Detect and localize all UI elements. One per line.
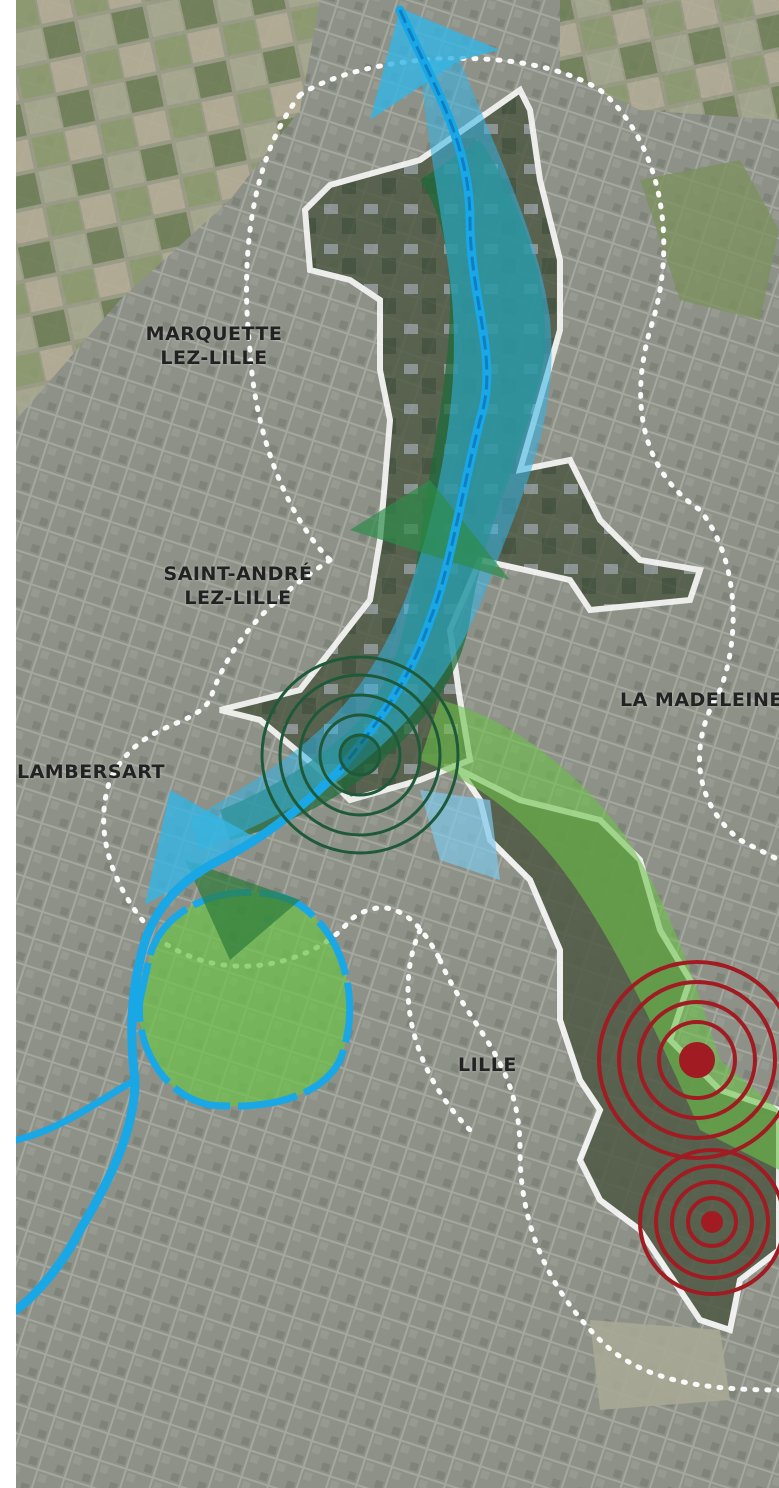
green-field-ne: [640, 160, 779, 320]
canal-branch-west: [12, 1076, 139, 1144]
farmland-area-ne: [560, 0, 779, 120]
north-arrow-head: [370, 8, 500, 120]
red-target-rings-north: [597, 960, 779, 1160]
river-zone-band: [190, 60, 552, 850]
citadel-inner-triangle: [185, 860, 300, 960]
red-target-rings-south: [638, 1148, 779, 1296]
canal-inner-line: [338, 9, 489, 771]
label-saint-andre-line2: LEZ-LILLE: [184, 587, 292, 609]
green-arrow-head: [350, 480, 510, 580]
farmland-area: [16, 0, 320, 420]
label-lille: LILLE: [458, 1054, 517, 1076]
southwest-arrow-head: [145, 790, 260, 905]
label-lambersart: LAMBERSART: [17, 761, 165, 783]
left-white-margin: [0, 0, 16, 1488]
label-marquette-line1: MARQUETTE: [145, 323, 283, 345]
green-field-south: [590, 1320, 730, 1410]
label-saint-andre-line1: SAINT-ANDRÉ: [163, 563, 313, 585]
commune-boundaries: [101, 55, 779, 1393]
label-marquette-line2: LEZ-LILLE: [160, 347, 268, 369]
label-saint-andre: SAINT-ANDRÉ LEZ-LILLE: [164, 562, 313, 610]
label-marquette: MARQUETTE LEZ-LILLE: [146, 322, 283, 370]
citadel-park-zone: [139, 892, 350, 1107]
green-target-rings: [260, 655, 460, 855]
label-la-madeleine: LA MADELEINE: [620, 689, 779, 711]
